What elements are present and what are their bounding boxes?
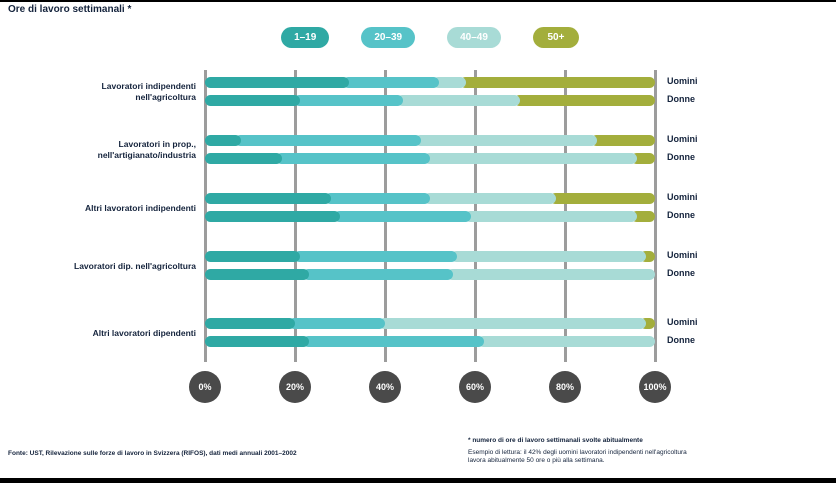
category-label-line: Lavoratori dip. nell'agricoltura [74,260,196,271]
bar-row [205,77,655,88]
bar-segment-1 [293,95,403,106]
bar-row [205,211,655,222]
bar-segment-2 [433,77,466,88]
bar-segment-1 [275,153,430,164]
bar-segment-0 [205,251,300,262]
bar-segment-3 [590,135,655,146]
bar-row [205,318,655,329]
category-label-line: nell'artigianato/industria [97,150,196,160]
bar-segment-3 [460,77,655,88]
category-label-line: Lavoratori indipendenti [101,81,196,91]
source-text: Fonte: UST, Rilevazione sulle forze di l… [8,450,297,457]
footnote-asterisk: * numero di ore di lavoro settimanali sv… [468,437,643,444]
row-label-donne: Donne [667,268,695,278]
x-axis-tick: 60% [459,371,491,403]
legend-pill-3: 50+ [532,27,579,48]
bar-segment-3 [631,211,655,222]
bar-segment-0 [205,318,295,329]
bar-segment-2 [424,193,556,204]
bar-segment-3 [514,95,655,106]
row-label-donne: Donne [667,94,695,104]
bar-segment-0 [205,269,309,280]
legend-pill-2: 40–49 [447,27,501,48]
bar-row [205,269,655,280]
bar-segment-1 [343,77,439,88]
chart-title: Ore di lavoro settimanali * [8,4,132,15]
row-label-uomini: Uomini [667,192,698,202]
bar-segment-2 [415,135,597,146]
bar-segment-1 [235,135,421,146]
bar-row [205,95,655,106]
category-label: Altri lavoratori indipendenti [0,189,196,227]
bar-segment-2 [424,153,637,164]
legend: 1–19 20–39 40–49 50+ [205,27,655,48]
x-axis-tick: 40% [369,371,401,403]
bar-segment-0 [205,193,331,204]
x-axis-tick: 20% [279,371,311,403]
category-label-line: Lavoratori in prop., [118,139,196,149]
category-label-line: Altri lavoratori dipendenti [92,327,196,338]
bar-segment-2 [379,318,646,329]
x-axis-tick: 0% [189,371,221,403]
category-label-line: Altri lavoratori indipendenti [85,202,196,213]
bar-row [205,193,655,204]
bar-segment-1 [293,251,457,262]
x-axis-tick: 80% [549,371,581,403]
bar-segment-2 [397,95,520,106]
row-label-donne: Donne [667,335,695,345]
bar-segment-2 [478,336,655,347]
category-label: Lavoratori dip. nell'agricoltura [0,247,196,285]
bar-segment-2 [451,251,646,262]
bottom-border [0,478,836,483]
bar-segment-0 [205,77,349,88]
category-label: Altri lavoratori dipendenti [0,314,196,352]
bar-segment-0 [205,211,340,222]
bar-segment-0 [205,135,241,146]
bar-segment-3 [640,318,655,329]
legend-pill-1: 20–39 [361,27,416,48]
row-label-donne: Donne [667,210,695,220]
bar-segment-0 [205,95,300,106]
bar-segment-1 [334,211,471,222]
row-label-uomini: Uomini [667,317,698,327]
reading-example-line: lavora abitualmente 50 ore o più alla se… [468,457,605,464]
bar-segment-0 [205,153,282,164]
bar-segment-2 [464,211,637,222]
row-label-uomini: Uomini [667,250,698,260]
bar-row [205,135,655,146]
reading-example-line: Esempio di lettura: il 42% degli uomini … [468,449,687,456]
legend-pill-0: 1–19 [281,27,330,48]
bar-segment-1 [302,336,484,347]
row-label-uomini: Uomini [667,134,698,144]
row-label-donne: Donne [667,152,695,162]
row-label-uomini: Uomini [667,76,698,86]
category-label-line: nell'agricoltura [135,92,196,102]
bar-segment-1 [289,318,385,329]
bar-segment-3 [640,251,655,262]
bar-segment-1 [325,193,430,204]
category-label: Lavoratori in prop.,nell'artigianato/ind… [0,131,196,169]
bar-segment-3 [550,193,655,204]
top-border [0,0,836,2]
bar-row [205,336,655,347]
bar-row [205,251,655,262]
gridline [653,70,657,362]
bar-segment-3 [631,153,655,164]
bar-row [205,153,655,164]
x-axis-tick: 100% [639,371,671,403]
footnote-block: * numero di ore di lavoro settimanali sv… [468,437,824,465]
bar-segment-0 [205,336,309,347]
bar-segment-2 [446,269,655,280]
bar-segment-1 [302,269,453,280]
